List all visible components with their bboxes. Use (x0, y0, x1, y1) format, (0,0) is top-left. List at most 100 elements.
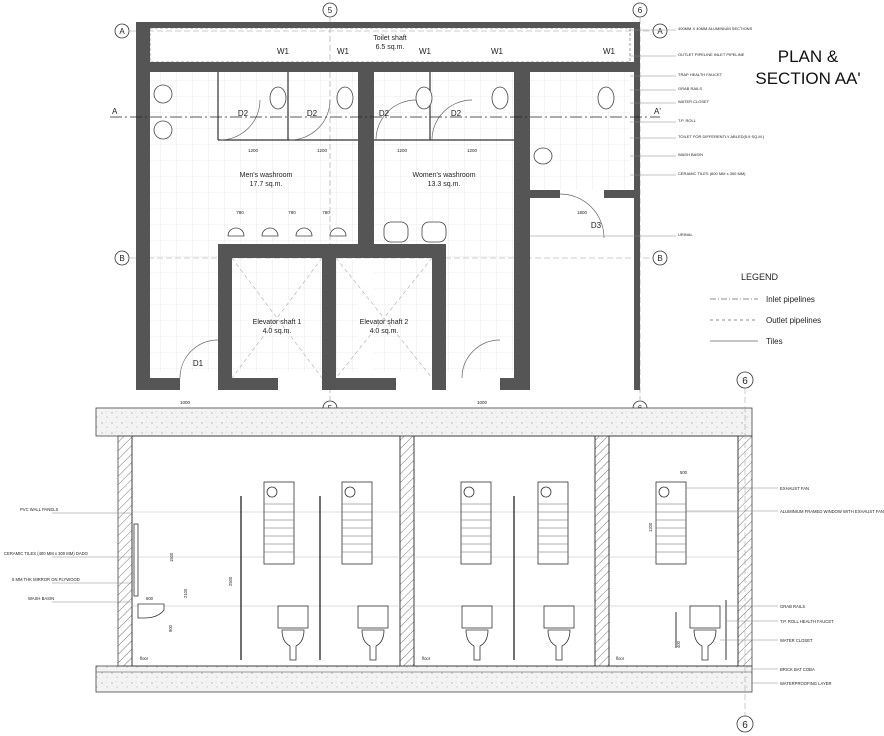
section-wash-basin (133, 523, 165, 619)
section-windows (263, 481, 687, 565)
section-grid-6-bottom: 6 (742, 720, 748, 731)
section-note-left-0: PVC WALL PANELS (20, 507, 58, 512)
plan-note-8: CERAMIC TILES (600 MM x 300 MM) (678, 171, 746, 176)
plan-tags: W1 W1 W1 W1 W1 D2 D2 D2 D2 D1 D3 (193, 47, 616, 368)
womens-washroom-area: 13.3 sq.m. (428, 181, 461, 188)
elevator-crosses (231, 257, 433, 379)
toilet-shaft-label: Toilet shaft (373, 35, 407, 42)
womens-washroom-label: Women's washroom (412, 172, 475, 179)
section-note-right-5: BRICK BAT COBA (780, 667, 815, 672)
section-marker-a: A (112, 107, 118, 116)
tag-d2-2: D2 (307, 109, 318, 118)
accessible-grab-rails (675, 600, 727, 660)
elevator-1-area: 4.0 sq.m. (263, 328, 292, 335)
roof-slab (95, 407, 753, 437)
tag-w1-5: W1 (603, 47, 616, 56)
dim-urinal-2: 780 (288, 210, 296, 215)
plan-note-5: T.P. ROLL (678, 118, 697, 123)
toilet-shaft-area: 6.5 sq.m. (376, 44, 405, 51)
section-partitions (240, 496, 515, 660)
mens-washroom-area: 17.7 sq.m. (250, 181, 283, 188)
section-note-right-3: T.P. ROLL HEALTH FAUCET (780, 619, 834, 624)
dim-partition-height: 2500 (228, 576, 233, 586)
title-line-1: PLAN & (777, 47, 839, 66)
plan-note-0: 400MM X 40MM ALUMINIUM SECTIONS (678, 26, 753, 31)
dim-urinal-1: 780 (236, 210, 244, 215)
legend-swatches (710, 298, 758, 342)
accessible-floor-tiles (530, 72, 630, 190)
section-note-right-1: ALUMINIUM FRAMED WINDOW WITH EXHAUST FAN (780, 509, 884, 514)
section-right-notes: EXHAUST FAN ALUMINIUM FRAMED WINDOW WITH… (780, 486, 884, 686)
plan-water-closets (153, 84, 615, 165)
level-mark-1: floor (140, 656, 149, 661)
plan-note-2: TRAP HEALTH FAUCET (678, 72, 723, 77)
tag-d2-1: D2 (238, 109, 249, 118)
dim-d3-width: 1800 (577, 210, 588, 215)
tag-d2-4: D2 (451, 109, 462, 118)
elevator-2-label: Elevator shaft 2 (360, 319, 409, 326)
grid-label-a-right: A (657, 27, 663, 36)
dim-exit-width: 1000 (477, 400, 488, 405)
section-line-aa: A A' (110, 107, 661, 118)
section-grid-6-top: 6 (742, 376, 748, 387)
section-left-notes: PVC WALL PANELS CERAMIC TILES (400 MM x … (4, 507, 89, 601)
dim-cubicle-4: 1200 (467, 148, 478, 153)
section-water-closets (277, 605, 721, 661)
section-note-right-0: EXHAUST FAN (780, 486, 809, 491)
dim-cubicle-2: 1200 (317, 148, 328, 153)
dim-wc-height: 400 (676, 640, 681, 648)
grid-label-a-left: A (119, 27, 125, 36)
legend-tiles-label: Tiles (766, 337, 783, 346)
section-note-left-1: CERAMIC TILES (400 MM x 300 MM) DADO (4, 551, 89, 556)
tag-w1-4: W1 (491, 47, 504, 56)
plan-note-leaders (530, 29, 676, 237)
section-dimensions: 1500 2100 2500 600 900 500 1200 400 floo… (140, 470, 688, 661)
plan-door-swings (179, 99, 605, 379)
dim-basin-width: 600 (146, 596, 154, 601)
dim-cubicle-1: 1200 (248, 148, 259, 153)
dim-d1-width: 1000 (180, 400, 191, 405)
tag-w1-1: W1 (277, 47, 290, 56)
drawing-title: PLAN & SECTION AA' (748, 46, 868, 90)
title-line-2: SECTION AA' (755, 69, 861, 88)
grid-label-b-right: B (657, 254, 662, 263)
dim-basin-height: 900 (168, 624, 173, 632)
section-note-right-6: WATERPROOFING LAYER (780, 681, 832, 686)
section-left-leaders (52, 512, 132, 603)
tag-d1: D1 (193, 359, 204, 368)
window-slats (264, 503, 686, 553)
plan-urinals (227, 221, 447, 243)
legend-title: LEGEND (741, 272, 779, 282)
tag-w1-2: W1 (337, 47, 350, 56)
plan-walls (136, 22, 640, 390)
legend-inlet-label: Inlet pipelines (766, 295, 815, 304)
plan-note-7: WASH BASIN (678, 152, 703, 157)
mens-washroom-label: Men's washroom (240, 172, 293, 179)
section-note-left-2: 5 MM THK MIRROR ON PLYWOOD (12, 577, 80, 582)
room-labels: Toilet shaft 6.5 sq.m. Men's washroom 17… (240, 35, 476, 335)
section-right-leaders (686, 487, 778, 684)
grid-label-b-left: B (119, 254, 124, 263)
elevator-2-area: 4.0 sq.m. (370, 328, 399, 335)
section-guides (132, 511, 738, 607)
dim-urinal-3: 780 (322, 210, 330, 215)
exhaust-fans (266, 486, 670, 498)
elevator-1-label: Elevator shaft 1 (253, 319, 302, 326)
plan-dimensions: 1000 1000 1800 1200 1200 1200 1200 780 7… (180, 148, 588, 405)
tag-d2-3: D2 (379, 109, 390, 118)
floor-slab (95, 665, 753, 693)
dim-window-height: 1200 (648, 522, 653, 532)
grid-label-5-top: 5 (328, 6, 333, 15)
level-mark-2: floor (422, 656, 431, 661)
section-marker-a-prime: A' (654, 107, 661, 116)
plan-view: A A' A A B B 5 6 5 6 Toilet shaft 6. (110, 2, 765, 416)
plan-note-9: URINAL (678, 232, 693, 237)
legend-outlet-label: Outlet pipelines (766, 316, 822, 325)
section-note-right-4: WATER CLOSET (780, 638, 813, 643)
section-rooms (131, 435, 739, 667)
tag-w1-3: W1 (419, 47, 432, 56)
section-note-left-3: WASH BASIN (28, 596, 54, 601)
plan-note-4: WATER CLOSET (678, 99, 710, 104)
plan-notes: 400MM X 40MM ALUMINIUM SECTIONS OUTLET P… (678, 26, 765, 237)
